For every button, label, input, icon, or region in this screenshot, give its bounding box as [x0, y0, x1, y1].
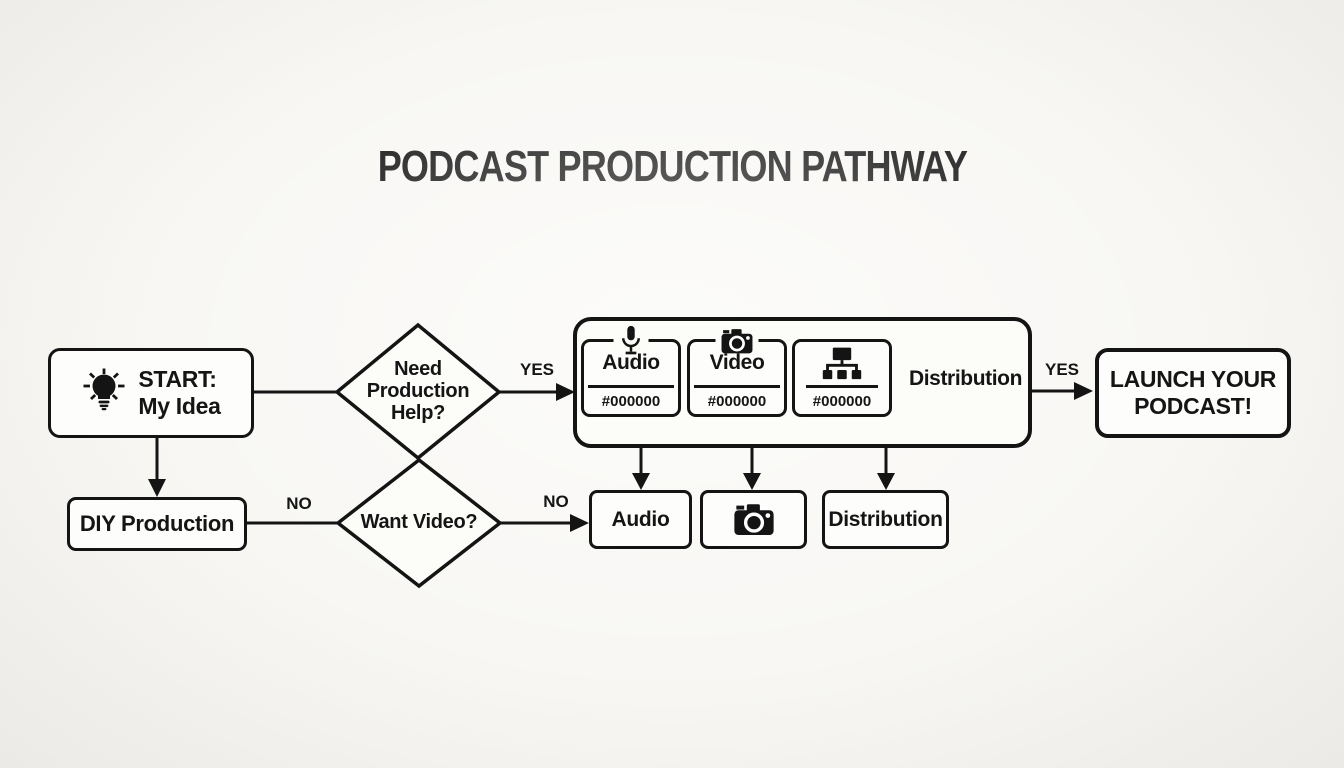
service-hex: #000000 [601, 393, 661, 410]
distribution-side-label: Distribution [908, 367, 1023, 390]
service-card-audio: Audio #000000 [581, 324, 681, 417]
service-hex: #000000 [812, 393, 872, 410]
diagram-title: PODCAST PRODUCTION PATHWAY [0, 142, 1344, 192]
decision-want-video-label: Want Video? [360, 511, 478, 533]
diy-production-node: DIY Production [67, 497, 247, 551]
start-label: START: My Idea [138, 366, 221, 419]
divider [806, 385, 878, 388]
step-audio-node: Audio [589, 490, 692, 549]
service-title: Audio [602, 351, 660, 374]
sitemap-icon [817, 346, 867, 386]
arrowhead-icon [148, 479, 166, 497]
lightbulb-icon [81, 367, 127, 419]
arrowhead-icon [632, 473, 650, 490]
camera-icon [733, 503, 775, 537]
edge-label-yes-to-pro: YES [519, 360, 555, 379]
arrowhead-icon [556, 383, 575, 401]
pro-services-container: Audio #000000 Video #000000 [573, 317, 1032, 448]
edge-label-no-to-audio: NO [543, 492, 569, 511]
step-video-node [700, 490, 807, 549]
decision-need-help-shape [334, 322, 502, 461]
arrowhead-icon [1074, 382, 1093, 400]
decision-want-video-shape [335, 457, 503, 589]
start-node: START: My Idea [48, 348, 254, 438]
service-card-video: Video #000000 [687, 327, 787, 417]
arrowhead-icon [743, 473, 761, 490]
diagram-title-text: PODCAST PRODUCTION PATHWAY [377, 142, 967, 191]
microphone-icon [613, 324, 649, 358]
arrowhead-icon [570, 514, 589, 532]
camera-icon [715, 327, 759, 355]
service-title: Video [709, 351, 765, 374]
launch-node: LAUNCH YOUR PODCAST! [1095, 348, 1291, 438]
service-hex: #000000 [707, 393, 767, 410]
divider [588, 385, 674, 388]
edge-label-yes-to-launch: YES [1044, 360, 1080, 379]
step-distribution-node: Distribution [822, 490, 949, 549]
arrowhead-icon [877, 473, 895, 490]
divider [694, 385, 780, 388]
service-card-distribution: #000000 [792, 339, 892, 417]
edge-label-no-to-diy: NO [286, 494, 312, 513]
decision-need-help-label: Need Production Help? [366, 358, 470, 424]
